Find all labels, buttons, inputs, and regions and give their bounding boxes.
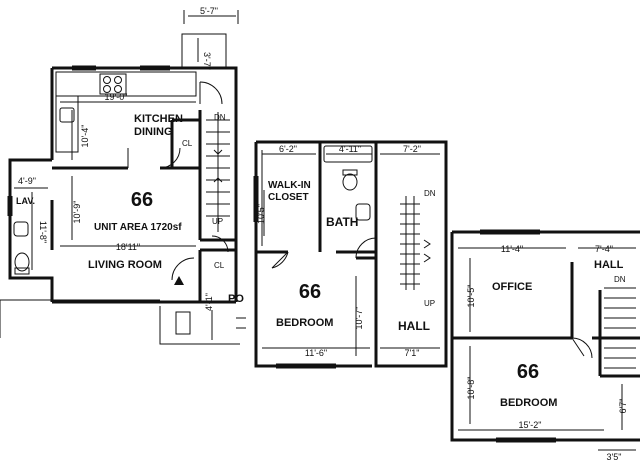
hall-stair-dn-label-3: DN xyxy=(614,275,626,284)
dim-lav-width: 4'-9" xyxy=(18,176,36,186)
kitchen-label: KITCHEN xyxy=(134,113,183,125)
hall-label-3: HALL xyxy=(594,259,624,271)
closet-lower-label: CL xyxy=(214,261,225,270)
entry-arrow-icon xyxy=(174,276,184,285)
unit-area: UNIT AREA 1720sf xyxy=(94,222,182,233)
bath-label: BATH xyxy=(326,215,358,229)
hall-stair-up-label: UP xyxy=(424,299,435,308)
office-label: OFFICE xyxy=(492,281,532,293)
dim-lav-depth: 11'-8" xyxy=(38,221,48,243)
closet-upper-label: CL xyxy=(182,139,193,148)
dim-living-depth: 10'-9" xyxy=(72,201,82,224)
dim-hall-width: 7'-2" xyxy=(403,144,421,154)
porch-label-fragment: PO xyxy=(228,293,244,305)
dim-stoop-depth: 3'-7" xyxy=(202,52,212,70)
dim-porch: 4'-1" xyxy=(204,293,214,311)
walkin-label: WALK-IN xyxy=(268,180,311,191)
dim-hall-bottom: 7'1" xyxy=(405,348,420,358)
dim-bedroom-depth-3: 10'-8" xyxy=(466,377,476,400)
dim-bath-width: 4'-11" xyxy=(339,144,361,154)
dining-label: DINING xyxy=(134,126,173,138)
bedroom-label-3: BEDROOM xyxy=(500,397,557,409)
bedroom-label-2: BEDROOM xyxy=(276,317,333,329)
dim-closet-depth: 10'5" xyxy=(256,204,266,224)
stair-dn-label: DN xyxy=(214,113,226,122)
dim-bedroom-width-3: 15'-2" xyxy=(519,420,542,430)
dim-bedroom-depth-2: 10'-7" xyxy=(354,307,364,330)
dim-bottom-right: 3'5" xyxy=(607,452,622,460)
dim-kitchen-depth: 10'-4" xyxy=(80,125,90,148)
dim-hall-width-3: 7'-4" xyxy=(595,244,613,254)
lav-label: LAV. xyxy=(16,196,35,206)
plan-second-floor xyxy=(253,140,448,369)
hall-stair-dn-label: DN xyxy=(424,189,436,198)
dim-office-depth: 10'-5" xyxy=(466,285,476,308)
plan-first-floor xyxy=(0,10,246,345)
dim-office-width: 11'-4" xyxy=(501,244,523,254)
unit-number-badge-2 xyxy=(295,275,325,305)
dim-bedroom-width-2: 11'-6" xyxy=(305,348,327,358)
hall-label-2: HALL xyxy=(398,319,430,333)
dim-closet-width: 6'-2" xyxy=(279,144,297,154)
plan-third-floor xyxy=(450,229,640,451)
unit-number-2: 66 xyxy=(299,281,321,303)
living-room-label: LIVING ROOM xyxy=(88,259,162,271)
dim-kitchen-width: 19'-0" xyxy=(105,92,128,102)
closet-label: CLOSET xyxy=(268,192,309,203)
unit-number-badge-1 xyxy=(127,183,157,213)
dim-right: 6'7" xyxy=(618,399,628,414)
dim-living-width: 18'11" xyxy=(116,242,140,252)
stair-up-label: UP xyxy=(212,217,223,226)
unit-number-badge-3 xyxy=(513,355,543,385)
unit-number-3: 66 xyxy=(517,361,539,383)
dim-stoop-width: 5'-7" xyxy=(200,6,218,16)
unit-number-1: 66 xyxy=(131,189,153,211)
